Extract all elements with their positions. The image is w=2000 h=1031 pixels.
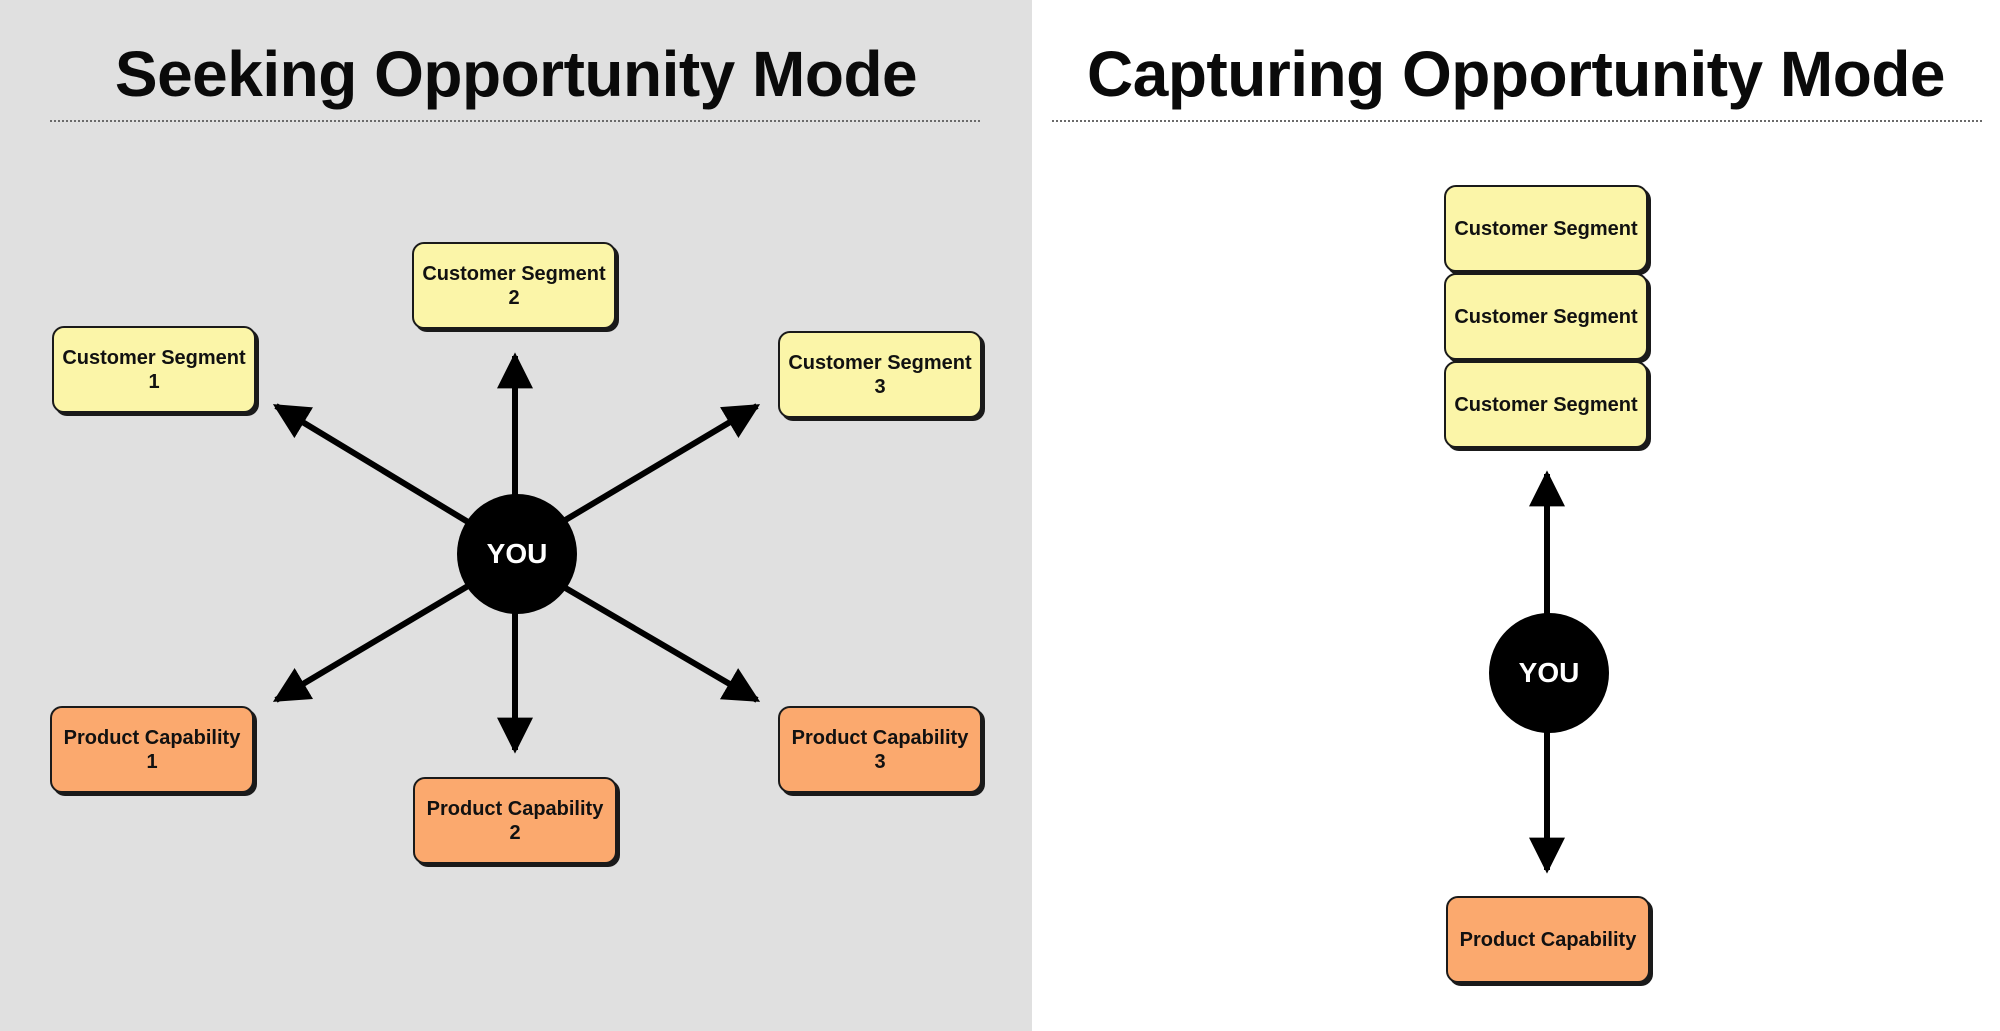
you-center-right: YOU [1489,613,1609,733]
product-capability-2-label: Product Capability [426,797,604,820]
product-capability-label: Product Capability [1459,928,1637,951]
customer-segment-2-node: Customer Segment 2 [412,242,616,329]
product-capability-2-number: 2 [509,821,521,844]
capturing-title-divider [1052,120,1982,122]
customer-segment-1-number: 1 [148,370,160,393]
customer-segment-1-label: Customer Segment [62,346,246,369]
product-capability-2-node: Product Capability 2 [413,777,617,864]
segment-stack-item-1-label: Customer Segment [1454,217,1638,240]
customer-segment-3-number: 3 [874,375,886,398]
customer-segment-2-label: Customer Segment [422,262,606,285]
you-center-left: YOU [457,494,577,614]
customer-segment-3-label: Customer Segment [788,351,972,374]
seeking-title-divider [50,120,980,122]
product-capability-1-node: Product Capability 1 [50,706,254,793]
customer-segment-3-node: Customer Segment 3 [778,331,982,418]
customer-segment-2-number: 2 [508,286,520,309]
seeking-mode-title: Seeking Opportunity Mode [114,38,918,110]
product-capability-1-label: Product Capability [63,726,241,749]
capturing-mode-panel [1032,0,2000,1031]
segment-stack-item-2-label: Customer Segment [1454,305,1638,328]
segment-stack-item-2: Customer Segment [1444,273,1648,360]
capturing-mode-title: Capturing Opportunity Mode [1087,38,1946,110]
customer-segment-1-node: Customer Segment 1 [52,326,256,413]
product-capability-1-number: 1 [146,750,158,773]
product-capability-3-node: Product Capability 3 [778,706,982,793]
segment-stack-item-3-label: Customer Segment [1454,393,1638,416]
segment-stack-item-1: Customer Segment [1444,185,1648,272]
product-capability-3-label: Product Capability [791,726,969,749]
product-capability-3-number: 3 [874,750,886,773]
segment-stack-item-3: Customer Segment [1444,361,1648,448]
product-capability-node: Product Capability [1446,896,1650,983]
